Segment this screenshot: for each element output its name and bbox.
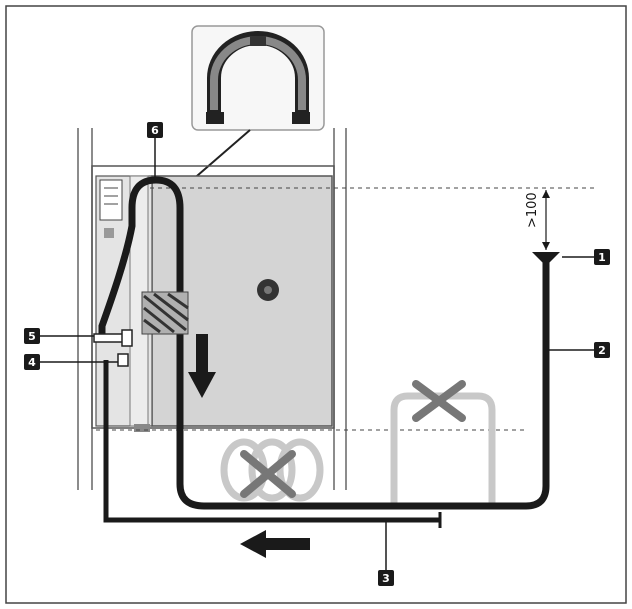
hose-clip-detail-inset	[189, 25, 325, 183]
callout-3: 3	[378, 570, 394, 586]
cross-icon-coil	[240, 450, 296, 498]
hose-clip-foot-left	[206, 112, 224, 124]
callout-leaders	[40, 138, 594, 570]
hose-clamp-textured	[141, 291, 189, 335]
inset-leader-line	[189, 129, 251, 183]
left-arrow-icon	[240, 530, 310, 558]
supply-line	[103, 360, 440, 523]
drain-hose	[98, 176, 550, 510]
hose-clip-top-tab	[250, 36, 266, 46]
down-arrow-icon	[188, 334, 216, 398]
svg-text:6: 6	[151, 124, 159, 137]
dimension-label: >100	[525, 192, 540, 228]
connection-point	[117, 353, 129, 367]
cross-icon-high-loop	[412, 380, 466, 422]
callout-4: 4	[24, 354, 40, 370]
svg-text:5: 5	[28, 330, 36, 343]
svg-text:4: 4	[28, 356, 36, 369]
callout-6: 6	[147, 122, 163, 138]
callout-5: 5	[24, 328, 40, 344]
callout-2: 2	[594, 342, 610, 358]
drain-funnel	[532, 252, 560, 266]
callout-1: 1	[594, 249, 610, 265]
svg-text:2: 2	[598, 344, 606, 357]
height-dimension: >100	[525, 190, 550, 250]
svg-text:3: 3	[382, 572, 390, 585]
hose-clip-foot-right	[292, 112, 310, 124]
control-module	[99, 179, 123, 221]
svg-text:1: 1	[598, 251, 606, 264]
hose-holder-bracket	[93, 329, 133, 347]
